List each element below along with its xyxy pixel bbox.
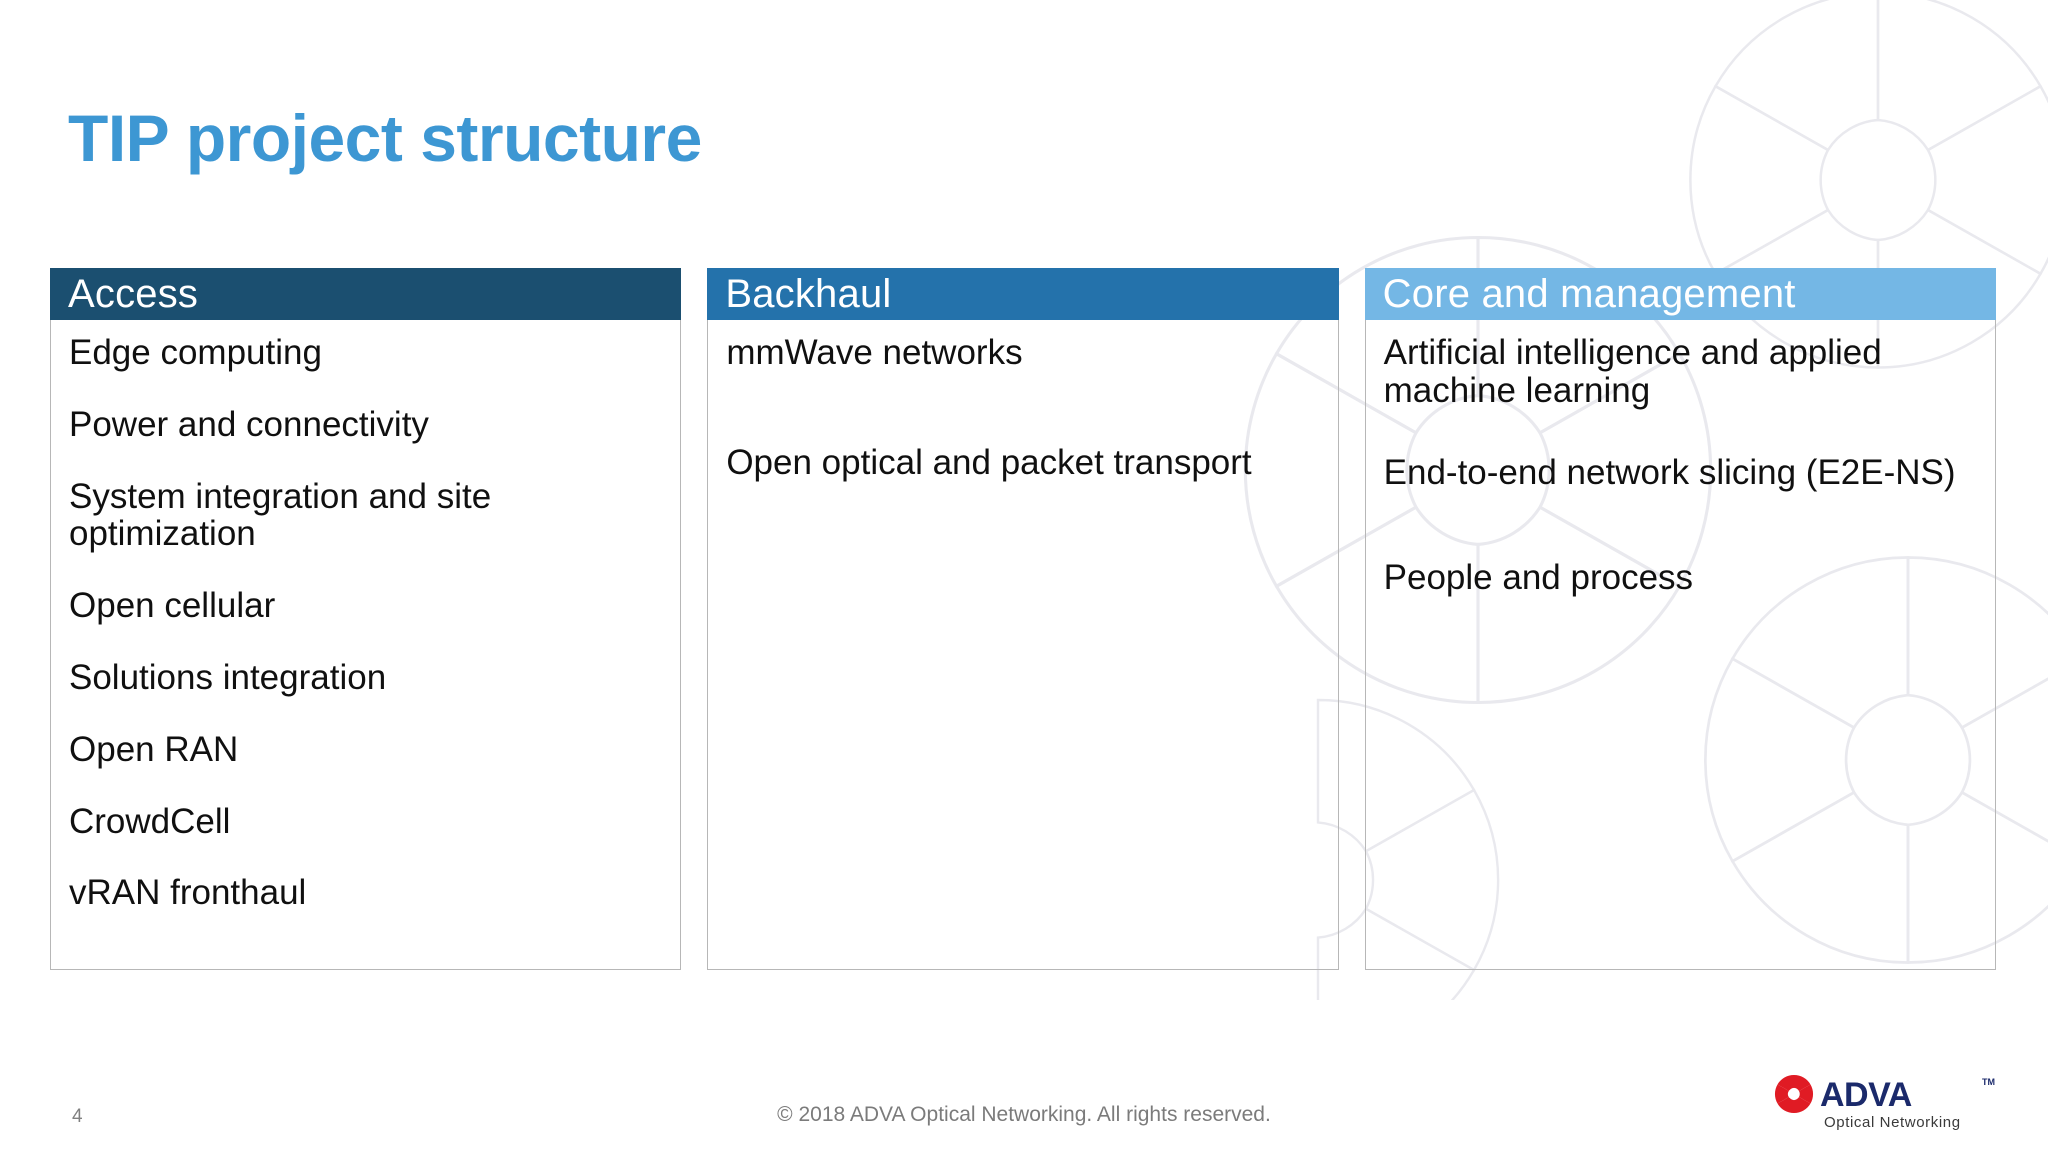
list-item: mmWave networks: [726, 333, 1023, 372]
list-item: Artificial intelligence and applied mach…: [1383, 333, 1882, 410]
trademark-symbol: TM: [1982, 1077, 1995, 1087]
list-item: CrowdCell: [69, 801, 231, 841]
adva-tagline: Optical Networking: [1824, 1114, 1961, 1131]
adva-logo: ADVA TM Optical Networking: [1772, 1070, 2004, 1136]
list-item: Solutions integration: [69, 657, 387, 697]
adva-wordmark: ADVA: [1820, 1076, 1912, 1114]
list-item: People and process: [1383, 558, 1694, 598]
list-item: End-to-end network slicing (E2E-NS): [1383, 452, 1956, 492]
column-header-core-and-management: Core and management: [1364, 268, 1996, 320]
list-item: Open optical and packet transport: [726, 442, 1252, 482]
column-backhaul: Backhaul mmWave networks Open optical an…: [707, 268, 1339, 970]
list-item: Edge computing: [69, 333, 322, 372]
list-item: Open cellular: [69, 586, 276, 626]
list-item: vRAN fronthaul: [69, 873, 307, 913]
list-item: Power and connectivity: [69, 404, 429, 444]
column-body-access: Edge computing Power and connectivity Sy…: [51, 320, 680, 969]
list-item: Open RAN: [69, 729, 239, 769]
copyright-notice: © 2018 ADVA Optical Networking. All righ…: [777, 1103, 1271, 1126]
category-columns: Access Edge computing Power and connecti…: [50, 268, 1996, 970]
page-number: 4: [72, 1106, 83, 1127]
spacer: [1384, 491, 1979, 559]
list-item: System integration and site optimization: [69, 476, 492, 554]
column-header-backhaul: Backhaul: [707, 268, 1339, 320]
column-body-backhaul: mmWave networks Open optical and packet …: [708, 320, 1337, 969]
spacer: [726, 372, 1321, 444]
spacer: [1384, 410, 1979, 454]
page-title: TIP project structure: [68, 101, 702, 176]
column-header-access: Access: [50, 268, 682, 320]
column-access: Access Edge computing Power and connecti…: [50, 268, 682, 970]
column-body-core-and-management: Artificial intelligence and applied mach…: [1366, 320, 1995, 969]
pinwheel-icon: [1774, 1075, 1814, 1113]
column-core-and-management: Core and management Artificial intellige…: [1364, 268, 1996, 970]
